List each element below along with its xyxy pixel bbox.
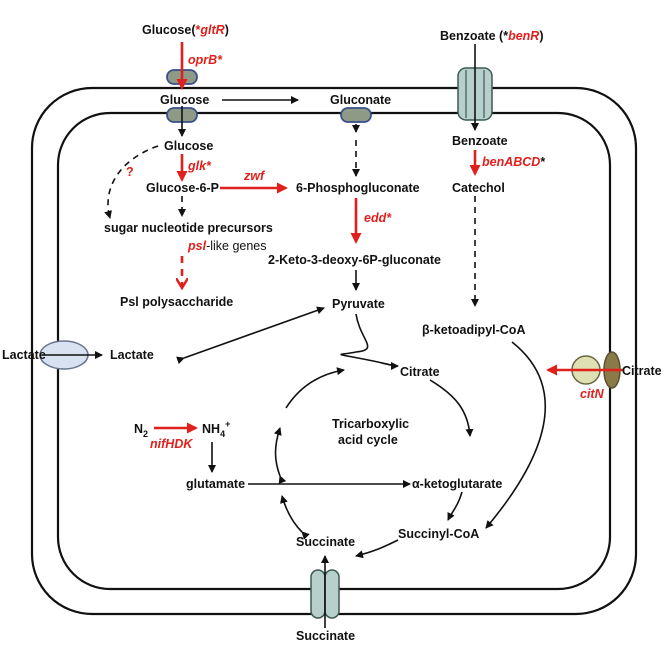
edd-label: edd* xyxy=(364,211,392,225)
tca-title-line2: acid cycle xyxy=(338,433,398,447)
nh4-label: NH4+ xyxy=(202,419,230,439)
citN-label: citN xyxy=(580,387,605,401)
psl-like-genes-label: psl-like genes xyxy=(187,239,267,253)
glucose-6-p: Glucose-6-P xyxy=(146,181,219,195)
pyruvate-to-citrate-arrow xyxy=(340,313,399,370)
glucose-to-precursors-dashed xyxy=(104,145,159,219)
benzoate-internal: Benzoate xyxy=(452,134,508,148)
beta-ketoadipyl-coa: β-ketoadipyl-CoA xyxy=(422,323,525,337)
succinate-internal: Succinate xyxy=(296,535,355,549)
sugar-nucleotide-precursors: sugar nucleotide precursors xyxy=(104,221,273,235)
kdpg-label: 2-Keto-3-deoxy-6P-gluconate xyxy=(268,253,441,267)
gluconate-label: Gluconate xyxy=(330,93,391,107)
6-phosphogluconate: 6-Phosphogluconate xyxy=(296,181,420,195)
benzoate-external: Benzoate (*benR) xyxy=(440,29,544,43)
lactate-external: Lactate xyxy=(2,348,46,362)
benABCD-label: benABCD* xyxy=(482,155,545,169)
tca-citrate-to-ketoglutarate xyxy=(429,379,474,437)
glucose-external: Glucose(*gltR) xyxy=(142,23,229,37)
tca-succinylcoa-to-succinate xyxy=(355,539,399,559)
zwf-label: zwf xyxy=(243,169,266,183)
question-mark: ? xyxy=(126,165,134,179)
succinate-external: Succinate xyxy=(296,629,355,643)
glk-label: glk* xyxy=(187,159,212,173)
psl-polysaccharide: Psl polysaccharide xyxy=(120,295,233,309)
succinate-channel xyxy=(310,569,340,619)
pyruvate-label: Pyruvate xyxy=(332,297,385,311)
lactate-pyruvate-arrow xyxy=(176,306,325,365)
tca-top-left-arc xyxy=(285,367,345,409)
citrate-external: Citrate xyxy=(622,364,662,378)
lactate-internal: Lactate xyxy=(110,348,154,362)
catechol-label: Catechol xyxy=(452,181,505,195)
tca-left-arc xyxy=(273,427,287,484)
succinyl-coa: Succinyl-CoA xyxy=(398,527,479,541)
alpha-ketoglutarate: α-ketoglutarate xyxy=(412,477,502,491)
oprB-label: oprB* xyxy=(188,53,223,67)
ketoadipyl-to-succinylcoa-arrow xyxy=(485,341,547,529)
tca-succinate-left-arc xyxy=(280,495,310,540)
glutamate-label: glutamate xyxy=(186,477,245,491)
glucose-periplasm: Glucose xyxy=(160,93,209,107)
n2-label: N2 xyxy=(134,422,148,439)
gluconate-inner-transporter xyxy=(340,107,372,123)
tca-ketoglutarate-to-succinylcoa xyxy=(447,491,463,521)
tca-title-line1: Tricarboxylic xyxy=(332,417,409,431)
nifHDK-label: nifHDK xyxy=(150,437,193,451)
glucose-cytoplasm: Glucose xyxy=(164,139,213,153)
citrate-internal: Citrate xyxy=(400,365,440,379)
